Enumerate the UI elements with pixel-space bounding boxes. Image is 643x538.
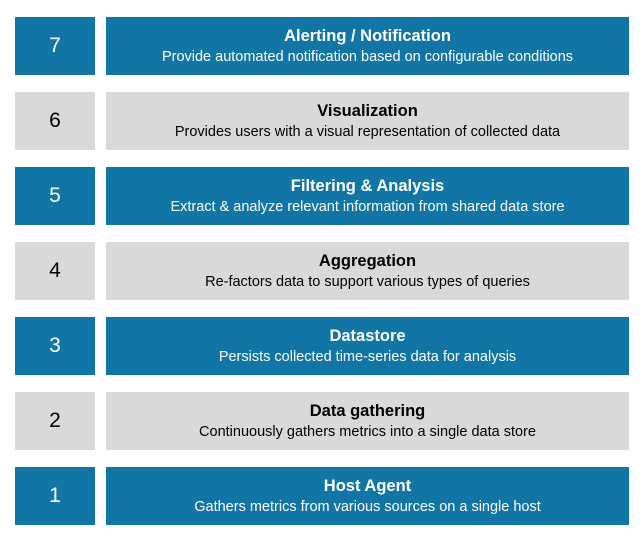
layer-description: Re-factors data to support various types… xyxy=(205,273,530,290)
layer-title: Alerting / Notification xyxy=(284,27,451,46)
layer-number: 1 xyxy=(49,484,61,507)
layer-number: 2 xyxy=(49,409,61,432)
layer-content-box: Aggregation Re-factors data to support v… xyxy=(106,242,629,300)
layer-title: Data gathering xyxy=(309,402,426,421)
layer-content-box: Data gathering Continuously gathers metr… xyxy=(106,392,629,450)
layer-number-box: 3 xyxy=(15,317,95,375)
layer-title: Filtering & Analysis xyxy=(290,177,445,196)
layer-title: Host Agent xyxy=(323,477,412,496)
layer-description: Persists collected time-series data for … xyxy=(218,348,517,365)
layer-number-box: 4 xyxy=(15,242,95,300)
layer-title: Visualization xyxy=(317,102,418,121)
layer-row-5: 5 Filtering & Analysis Extract & analyze… xyxy=(15,167,643,225)
layer-number-box: 2 xyxy=(15,392,95,450)
layer-row-3: 3 Datastore Persists collected time-seri… xyxy=(15,317,643,375)
layer-number: 6 xyxy=(49,109,61,132)
layer-content-box: Datastore Persists collected time-series… xyxy=(106,317,629,375)
layer-content-box: Visualization Provides users with a visu… xyxy=(106,92,629,150)
layered-architecture-diagram: 7 Alerting / Notification Provide automa… xyxy=(15,17,643,525)
layer-number-box: 6 xyxy=(15,92,95,150)
layer-row-4: 4 Aggregation Re-factors data to support… xyxy=(15,242,643,300)
layer-row-6: 6 Visualization Provides users with a vi… xyxy=(15,92,643,150)
layer-number: 4 xyxy=(49,259,61,282)
layer-row-2: 2 Data gathering Continuously gathers me… xyxy=(15,392,643,450)
layer-content-box: Alerting / Notification Provide automate… xyxy=(106,17,629,75)
layer-number-box: 5 xyxy=(15,167,95,225)
layer-number: 5 xyxy=(49,184,61,207)
layer-description: Gathers metrics from various sources on … xyxy=(194,498,541,515)
layer-title: Aggregation xyxy=(318,252,417,271)
layer-content-box: Filtering & Analysis Extract & analyze r… xyxy=(106,167,629,225)
layer-row-7: 7 Alerting / Notification Provide automa… xyxy=(15,17,643,75)
layer-number-box: 7 xyxy=(15,17,95,75)
layer-number: 7 xyxy=(49,34,61,57)
layer-description: Provides users with a visual representat… xyxy=(174,123,561,140)
layer-content-box: Host Agent Gathers metrics from various … xyxy=(106,467,629,525)
layer-number: 3 xyxy=(49,334,61,357)
layer-number-box: 1 xyxy=(15,467,95,525)
layer-description: Provide automated notification based on … xyxy=(161,48,574,65)
layer-description: Extract & analyze relevant information f… xyxy=(170,198,565,215)
layer-row-1: 1 Host Agent Gathers metrics from variou… xyxy=(15,467,643,525)
layer-description: Continuously gathers metrics into a sing… xyxy=(199,423,536,440)
layer-title: Datastore xyxy=(329,327,406,346)
